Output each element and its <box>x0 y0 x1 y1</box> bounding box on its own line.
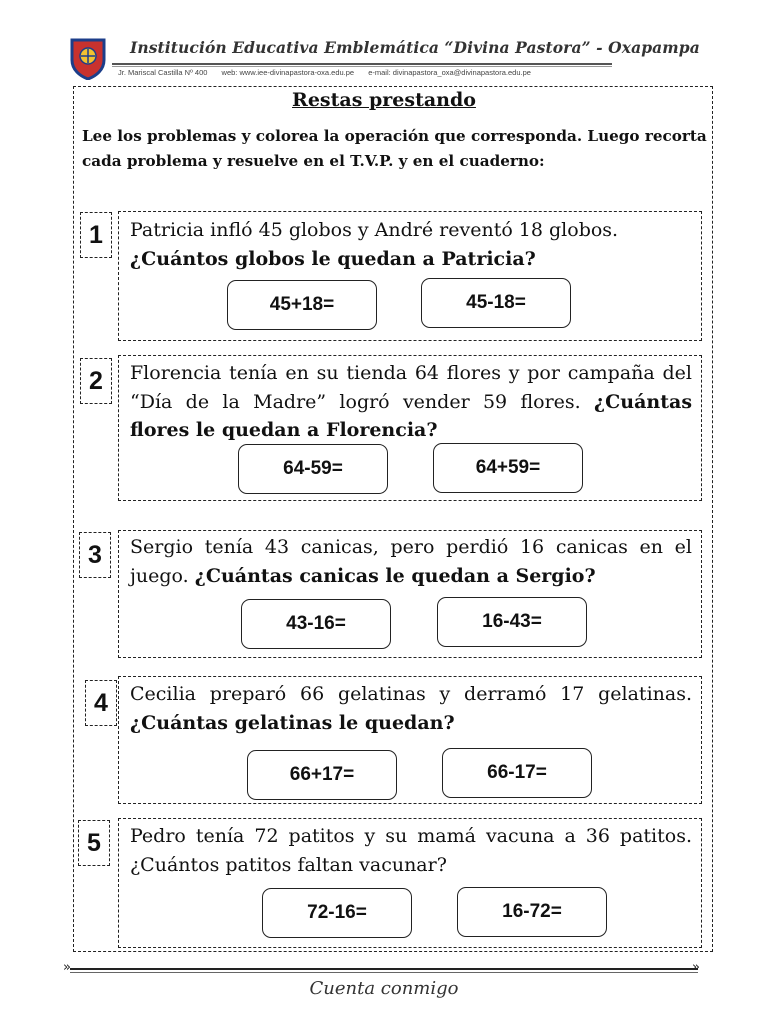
problem-card-4 <box>118 676 702 804</box>
footer-motto: Cuenta conmigo <box>309 978 459 999</box>
problem-statement: Pedro tenía 72 patitos y su mamá vacuna … <box>130 825 692 876</box>
option-button[interactable]: 64-59= <box>238 444 388 494</box>
problem-card-3 <box>118 530 702 658</box>
page-title: Restas prestando <box>292 89 476 111</box>
problem-number: 1 <box>80 212 112 258</box>
option-button[interactable]: 43-16= <box>241 599 391 649</box>
problem-text-1: Patricia infló 45 globos y André reventó… <box>130 216 692 273</box>
problem-text-2: Florencia tenía en su tienda 64 flores y… <box>130 359 692 445</box>
problem-statement: Florencia tenía en su tienda 64 flores y… <box>130 362 692 413</box>
problem-text-5: Pedro tenía 72 patitos y su mamá vacuna … <box>130 822 692 879</box>
problem-question: ¿Cuántas flores le quedan a Florencia? <box>130 390 693 442</box>
option-button[interactable]: 16-43= <box>437 597 587 647</box>
school-crest-icon <box>70 38 106 80</box>
problem-card-1 <box>118 211 702 341</box>
double-chevron-right-icon: » <box>692 960 700 975</box>
option-button[interactable]: 72-16= <box>262 888 412 938</box>
problem-statement: Patricia infló 45 globos y André reventó… <box>130 219 619 241</box>
problem-question: ¿Cuántas canicas le quedan a Sergio? <box>194 564 596 587</box>
option-button[interactable]: 45+18= <box>227 280 377 330</box>
school-name: Institución Educativa Emblemática “Divin… <box>130 38 700 57</box>
option-button[interactable]: 66+17= <box>247 750 397 800</box>
option-button[interactable]: 66-17= <box>442 748 592 798</box>
address: Jr. Mariscal Castilla Nº 400 <box>118 68 208 77</box>
header-rule <box>112 63 612 65</box>
problem-number: 2 <box>80 358 112 404</box>
problem-text-3: Sergio tenía 43 canicas, pero perdió 16 … <box>130 533 692 590</box>
footer-rule-thin <box>70 972 698 973</box>
problem-statement: Cecilia preparó 66 gelatinas y derramó 1… <box>130 683 692 705</box>
instructions: Lee los problemas y colorea la operación… <box>82 127 707 170</box>
worksheet-frame <box>73 86 713 952</box>
problem-text-4: Cecilia preparó 66 gelatinas y derramó 1… <box>130 680 692 737</box>
problem-question: ¿Cuántas gelatinas le quedan? <box>130 711 455 734</box>
problem-statement: Sergio tenía 43 canicas, pero perdió 16 … <box>130 536 692 587</box>
problem-number: 4 <box>85 680 117 726</box>
problem-question: ¿Cuántos globos le quedan a Patricia? <box>130 247 536 270</box>
email: e-mail: divinapastora_oxa@divinapastora.… <box>368 68 531 77</box>
footer-rule <box>70 968 698 970</box>
problem-number: 3 <box>79 532 111 578</box>
double-chevron-right-icon: » <box>63 960 71 975</box>
problem-card-2 <box>118 355 702 501</box>
website: web: www.iee-divinapastora-oxa.edu.pe <box>221 68 355 77</box>
option-button[interactable]: 45-18= <box>421 278 571 328</box>
problem-number: 5 <box>78 820 110 866</box>
option-button[interactable]: 16-72= <box>457 887 607 937</box>
contact-line: Jr. Mariscal Castilla Nº 400 web: www.ie… <box>118 68 543 77</box>
header-rule-thin <box>112 66 612 67</box>
problem-card-5 <box>118 818 702 948</box>
letterhead: Institución Educativa Emblemática “Divin… <box>68 30 700 86</box>
option-button[interactable]: 64+59= <box>433 443 583 493</box>
